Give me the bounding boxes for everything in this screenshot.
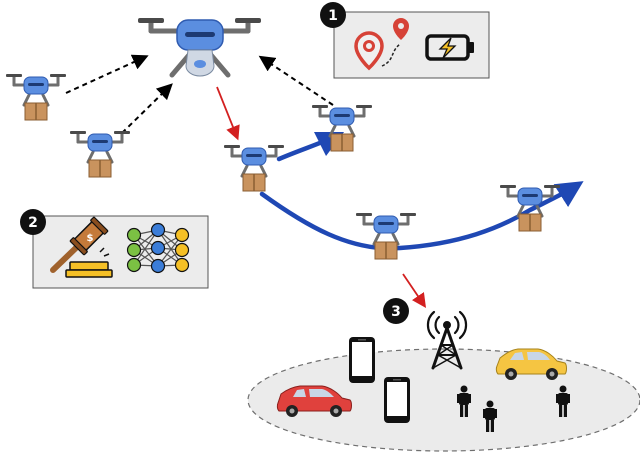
badge-1-label: 1 bbox=[328, 8, 338, 24]
neural-network-icon bbox=[126, 222, 190, 274]
ground-area-ellipse bbox=[247, 348, 640, 452]
car-icon bbox=[276, 385, 352, 417]
trajectory-segment-2 bbox=[259, 181, 584, 251]
smartphone-icon bbox=[349, 337, 375, 383]
drone-mid-left bbox=[68, 129, 132, 179]
badge-1 bbox=[320, 2, 346, 28]
drone-route-middle bbox=[354, 211, 418, 261]
dashed-arrow-right bbox=[258, 55, 334, 106]
red-arrow-to-ground bbox=[402, 273, 427, 308]
dashed-arrow-left-bottom bbox=[121, 83, 173, 134]
svg-text:$: $ bbox=[87, 233, 94, 244]
car-icon bbox=[495, 348, 567, 380]
badge-3 bbox=[383, 298, 409, 324]
drone-route-start bbox=[222, 143, 286, 193]
badge-2 bbox=[20, 209, 46, 235]
leader-drone bbox=[138, 18, 261, 78]
smartphone-icon bbox=[384, 377, 410, 423]
badge-3-label: 3 bbox=[391, 304, 401, 320]
badge-2-label: 2 bbox=[28, 215, 38, 231]
cell-tower-icon bbox=[426, 310, 468, 370]
route-dashes bbox=[381, 43, 401, 67]
drone-top-left bbox=[4, 72, 68, 122]
panel-1 bbox=[333, 11, 490, 79]
red-arrow-to-route bbox=[216, 86, 240, 141]
battery-charging-icon bbox=[425, 34, 474, 61]
location-pin-icon bbox=[354, 31, 384, 71]
trajectory-segment-1 bbox=[276, 131, 345, 162]
gavel-auction-icon: $ bbox=[50, 216, 113, 278]
dashed-arrow-left-top bbox=[65, 54, 149, 94]
route-pin-icon bbox=[393, 18, 409, 40]
